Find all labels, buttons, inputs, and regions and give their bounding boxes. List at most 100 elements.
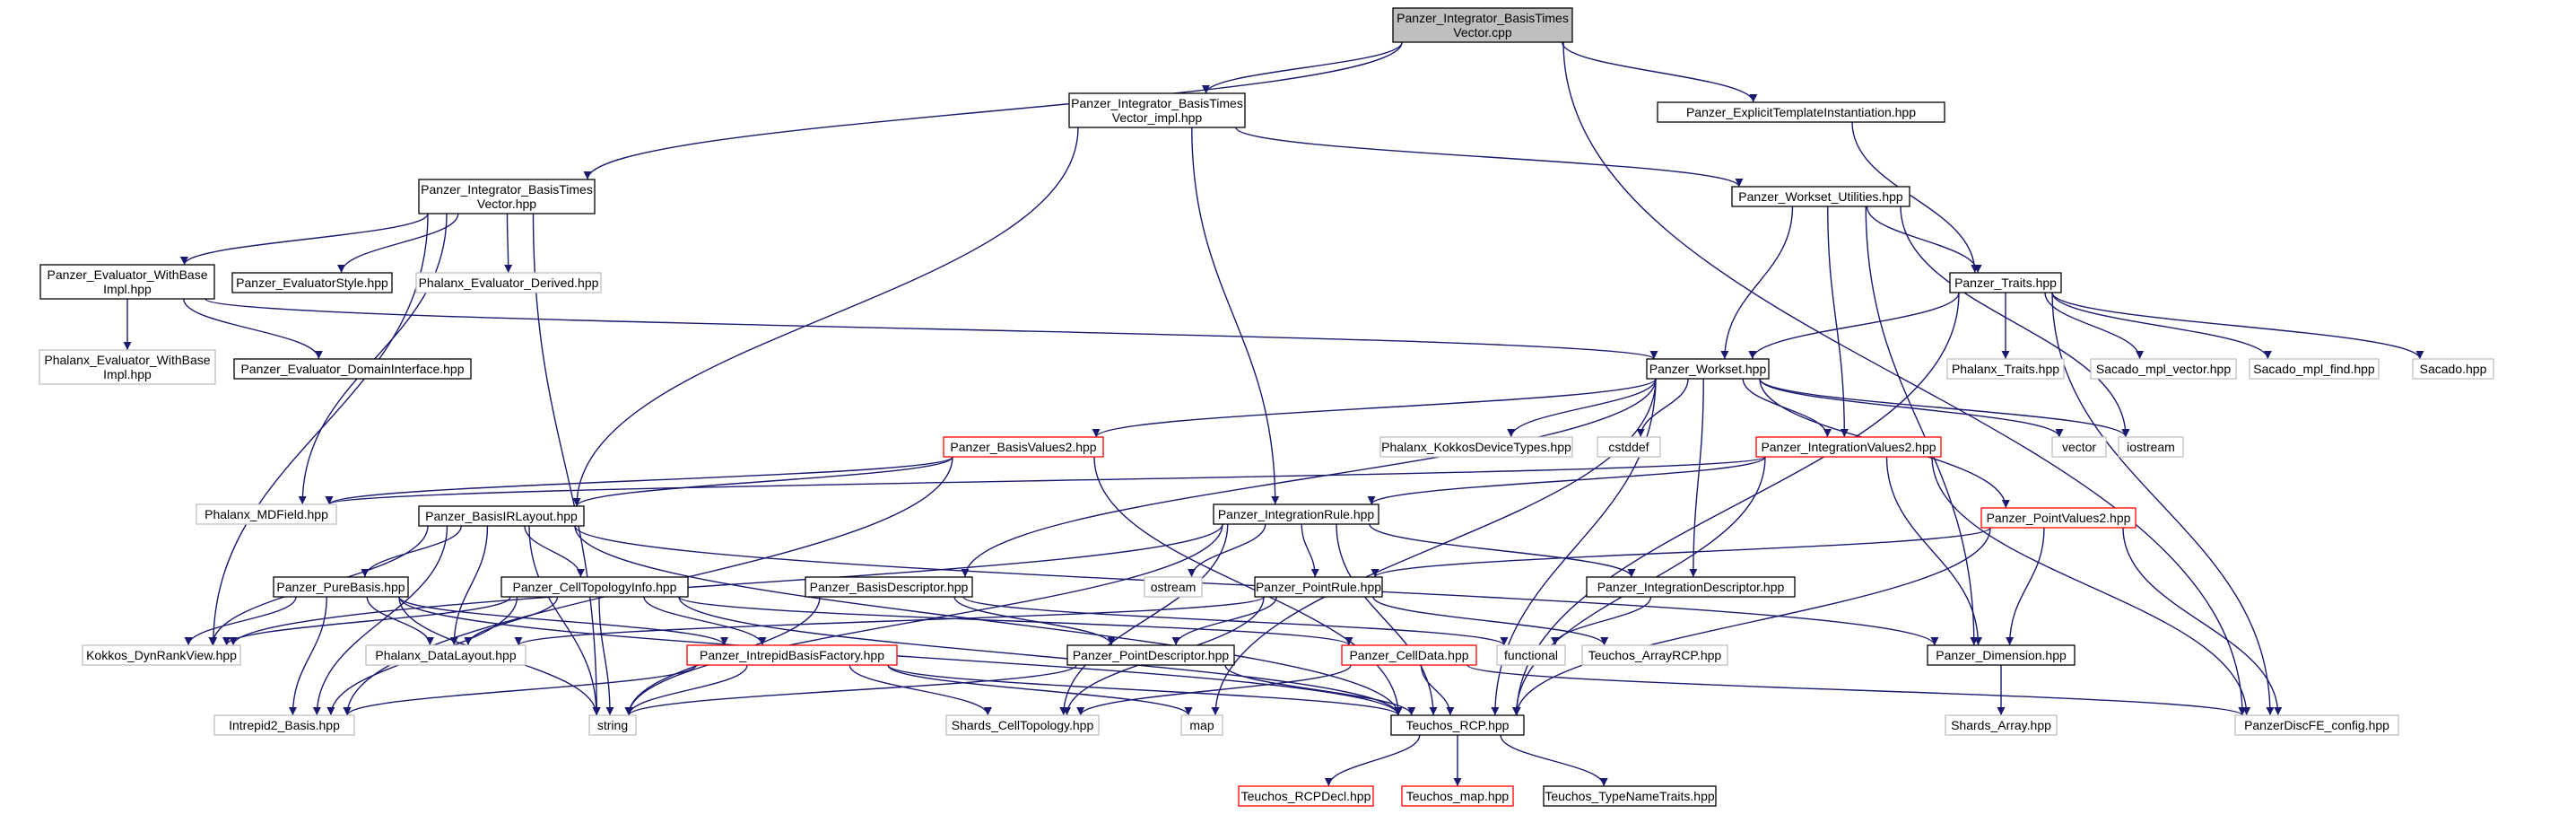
node-cstddef[interactable]: cstddef [1597, 436, 1661, 458]
edge-workset-to-pkdt [1507, 378, 1657, 438]
node-workset[interactable]: Panzer_Workset.hpp [1646, 358, 1770, 380]
node-string[interactable]: string [588, 714, 637, 736]
edge-workset-to-vector [1759, 378, 2064, 438]
node-pv2[interactable]: Panzer_PointValues2.hpp [1980, 507, 2137, 529]
node-box [1543, 785, 1717, 807]
edge-eti-to-traits [1851, 121, 1980, 274]
node-box [418, 505, 585, 527]
node-bir[interactable]: Panzer_BasisIRLayout.hpp [418, 505, 585, 527]
node-box [415, 272, 602, 293]
node-mdfield[interactable]: Phalanx_MDField.hpp [196, 503, 337, 525]
node-edi[interactable]: Panzer_Evaluator_DomainInterface.hpp [233, 358, 472, 380]
node-box [1066, 644, 1235, 666]
node-box [1238, 785, 1374, 807]
node-iv2[interactable]: Panzer_IntegrationValues2.hpp [1755, 436, 1942, 458]
edge-pr-to-pdl [514, 596, 1265, 646]
node-tmap[interactable]: Teuchos_map.hpp [1401, 785, 1514, 807]
node-box [1581, 644, 1728, 666]
edge-cd-to-trcp [1420, 664, 1455, 716]
node-label: Panzer_Workset_Utilities.hpp [1738, 189, 1903, 204]
node-ibf[interactable]: Panzer_IntrepidBasisFactory.hpp [686, 644, 898, 666]
node-box [1980, 507, 2137, 529]
node-label: Panzer_PureBasis.hpp [276, 580, 405, 594]
node-label: Panzer_IntegrationRule.hpp [1218, 507, 1375, 521]
node-box [2051, 436, 2107, 458]
node-traits[interactable]: Panzer_Traits.hpp [1949, 272, 2062, 293]
node-sct[interactable]: Shards_CellTopology.hpp [945, 714, 1100, 736]
node-sacado[interactable]: Sacado.hpp [2412, 358, 2494, 380]
node-ostream[interactable]: ostream [1144, 576, 1203, 598]
node-es[interactable]: Panzer_EvaluatorStyle.hpp [231, 272, 393, 293]
node-pb[interactable]: Panzer_PureBasis.hpp [273, 576, 409, 598]
edge-bir-to-pdl [449, 525, 489, 646]
node-functional[interactable]: functional [1496, 644, 1566, 666]
node-label: Vector.hpp [477, 197, 536, 211]
edge-ibf-to-map [887, 664, 1193, 716]
node-phtraits[interactable]: Phalanx_Traits.hpp [1946, 358, 2065, 380]
edge-btv-to-string [532, 213, 601, 716]
node-box [418, 179, 596, 214]
node-pd[interactable]: Panzer_PointDescriptor.hpp [1066, 644, 1235, 666]
node-box [39, 349, 216, 385]
edge-wsu-to-dim [1865, 206, 1979, 646]
node-cti[interactable]: Panzer_CellTopologyInfo.hpp [500, 576, 689, 598]
node-box [1392, 7, 1573, 43]
node-label: PanzerDiscFE_config.hpp [2244, 718, 2389, 732]
edge-bd-to-functional [962, 596, 1509, 646]
node-pkdt[interactable]: Phalanx_KokkosDeviceTypes.hpp [1379, 436, 1573, 458]
node-label: Panzer_PointDescriptor.hpp [1073, 648, 1230, 662]
node-cd[interactable]: Panzer_CellData.hpp [1341, 644, 1477, 666]
node-ttnt[interactable]: Teuchos_TypeNameTraits.hpp [1543, 785, 1717, 807]
node-kdrv[interactable]: Kokkos_DynRankView.hpp [82, 644, 241, 666]
node-box [1949, 272, 2062, 293]
node-trcpd[interactable]: Teuchos_RCPDecl.hpp [1238, 785, 1374, 807]
edge-btv-to-es [337, 213, 459, 274]
edge-pb-to-kdrv [184, 596, 297, 646]
node-iostream[interactable]: iostream [2118, 436, 2184, 458]
node-map[interactable]: map [1180, 714, 1223, 736]
node-label: Teuchos_ArrayRCP.hpp [1588, 648, 1722, 662]
edge-ewb-to-edi [183, 298, 323, 360]
node-dim[interactable]: Panzer_Dimension.hpp [1927, 644, 2076, 666]
node-label: Panzer_CellData.hpp [1349, 648, 1468, 662]
node-tarcp[interactable]: Teuchos_ArrayRCP.hpp [1581, 644, 1728, 666]
node-smv[interactable]: Sacado_mpl_vector.hpp [2090, 358, 2237, 380]
node-label: Vector.cpp [1453, 25, 1512, 39]
node-box [2118, 436, 2184, 458]
node-box [82, 644, 241, 666]
node-i2b[interactable]: Intrepid2_Basis.hpp [213, 714, 355, 736]
node-pfc[interactable]: PanzerDiscFE_config.hpp [2234, 714, 2399, 736]
edge-traits-to-pfc [2051, 292, 2275, 716]
node-pdl[interactable]: Phalanx_DataLayout.hpp [365, 644, 527, 666]
node-label: Teuchos_RCPDecl.hpp [1241, 789, 1371, 803]
node-label: Panzer_Workset.hpp [1649, 362, 1767, 376]
node-trcp[interactable]: Teuchos_RCP.hpp [1390, 714, 1525, 736]
node-label: Panzer_Integrator_BasisTimes [1071, 96, 1243, 110]
edge-pb-to-trcp [398, 596, 1403, 716]
node-box [1213, 503, 1379, 525]
node-box [1731, 186, 1910, 207]
node-box [588, 714, 637, 736]
node-wsu[interactable]: Panzer_Workset_Utilities.hpp [1731, 186, 1910, 207]
node-eti[interactable]: Panzer_ExplicitTemplateInstantiation.hpp [1657, 101, 1945, 123]
node-box [1390, 714, 1525, 736]
node-vector[interactable]: vector [2051, 436, 2107, 458]
node-sa[interactable]: Shards_Array.hpp [1945, 714, 2058, 736]
edge-cd-to-pfc [1466, 664, 2247, 716]
header-nodes: Panzer_Integrator_BasisTimesVector.cppPa… [39, 7, 2494, 807]
node-ped[interactable]: Phalanx_Evaluator_Derived.hpp [415, 272, 602, 293]
node-pr[interactable]: Panzer_PointRule.hpp [1254, 576, 1383, 598]
node-impl[interactable]: Panzer_Integrator_BasisTimesVector_impl.… [1068, 92, 1246, 128]
node-label: Panzer_Integrator_BasisTimes [421, 182, 593, 197]
node-bv2[interactable]: Panzer_BasisValues2.hpp [943, 436, 1104, 458]
node-smf[interactable]: Sacado_mpl_find.hpp [2249, 358, 2380, 380]
node-ir[interactable]: Panzer_IntegrationRule.hpp [1213, 503, 1379, 525]
node-id[interactable]: Panzer_IntegrationDescriptor.hpp [1586, 576, 1796, 598]
node-bd[interactable]: Panzer_BasisDescriptor.hpp [805, 576, 973, 598]
edge-pv2-to-pfc [2122, 527, 2283, 716]
